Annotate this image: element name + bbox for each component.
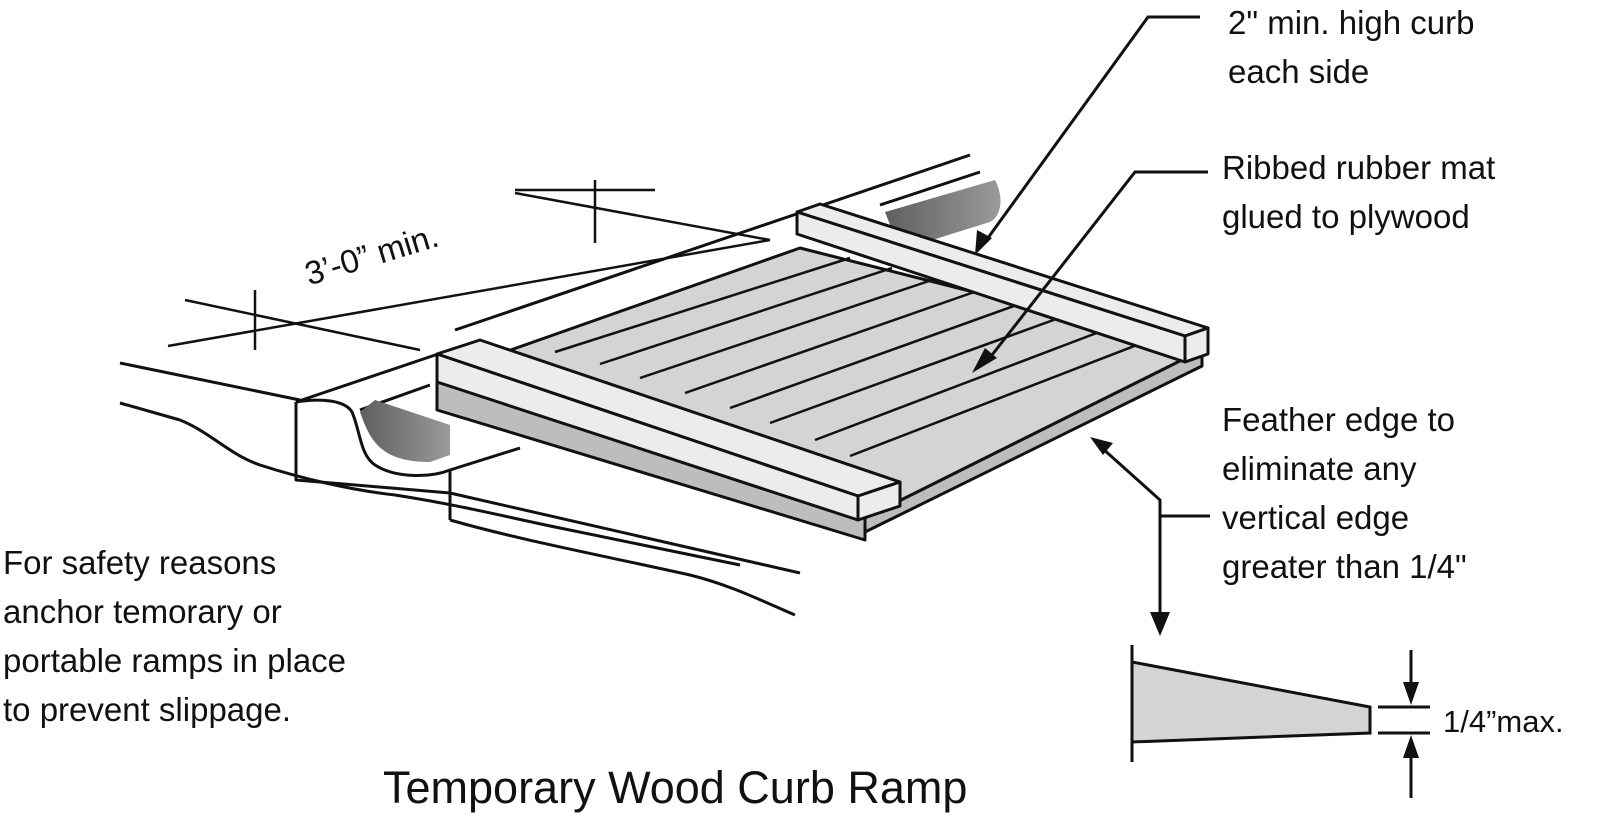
feather-edge-note: Feather edge to eliminate any vertical e…	[1222, 401, 1467, 585]
curb-shadow	[360, 400, 450, 462]
diagram-title: Temporary Wood Curb Ramp	[383, 762, 968, 813]
dimension-lines	[167, 180, 771, 352]
arrowhead-icon	[972, 230, 1419, 758]
feather-edge-detail	[1130, 645, 1430, 798]
edge-max-label: 1/4”max.	[1443, 704, 1564, 739]
leader-lines	[983, 15, 1210, 622]
curb-rails	[435, 202, 1210, 522]
curb-height-note: 2" min. high curb each side	[1228, 4, 1475, 90]
safety-note: For safety reasons anchor temorary or po…	[3, 544, 347, 728]
rubber-mat-note: Ribbed rubber mat glued to plywood	[1222, 149, 1496, 235]
